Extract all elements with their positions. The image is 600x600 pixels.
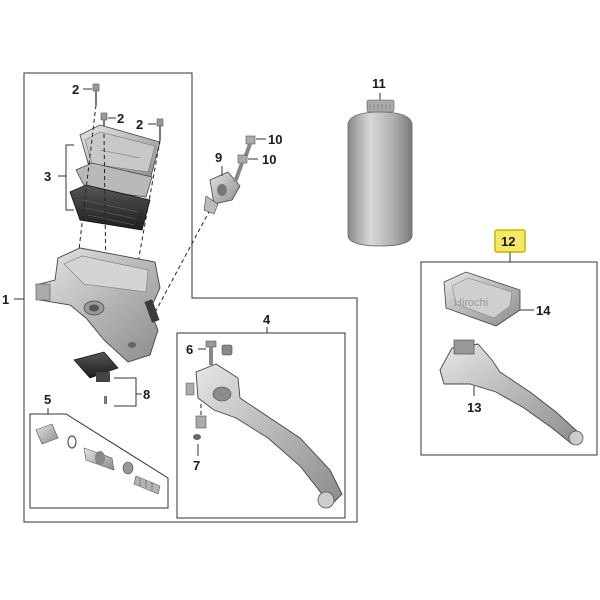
- clutch-switch-8: [73, 351, 119, 404]
- master-cylinder-body: [35, 247, 161, 363]
- callout-10-a: 10: [268, 132, 282, 147]
- callout-2-b: 2: [117, 111, 124, 126]
- brake-fluid-bottle: [347, 99, 413, 247]
- callout-10-b: 10: [262, 152, 276, 167]
- assembly-frame-4: [176, 332, 346, 519]
- callout-3: 3: [44, 169, 51, 184]
- callout-2-c: 2: [136, 117, 143, 132]
- diaphragm-seal: [69, 184, 151, 231]
- callout-1: 1: [2, 292, 9, 307]
- assembly-frame-1: [23, 72, 358, 523]
- piston-kit-frame: [29, 413, 169, 509]
- screw-2-a: [92, 83, 100, 105]
- reservoir-cover-14: Hirochi: [443, 271, 521, 327]
- callout-6: 6: [186, 342, 193, 357]
- lever-pin-6: [205, 340, 217, 365]
- piston-kit-parts: [35, 423, 161, 495]
- callout-12: 12: [501, 234, 515, 249]
- callout-14: 14: [536, 303, 551, 318]
- clamp-bolt-10-b: [233, 154, 248, 183]
- callout-2-a: 2: [72, 82, 79, 97]
- callout-5: 5: [44, 392, 51, 407]
- callout-13: 13: [467, 400, 481, 415]
- lever-nut-7: [193, 415, 207, 440]
- handlebar-clamp: [203, 171, 241, 215]
- callout-9: 9: [215, 150, 222, 165]
- assembly-frame-12: [420, 261, 598, 456]
- clutch-lever: [185, 363, 343, 509]
- callout-8: 8: [143, 387, 150, 402]
- svg-text:Hirochi: Hirochi: [454, 297, 488, 309]
- callout-7: 7: [193, 458, 200, 473]
- lever-13: [439, 339, 584, 446]
- callout-4: 4: [263, 312, 271, 327]
- bushing: [221, 344, 233, 356]
- callout-11: 11: [372, 76, 386, 91]
- screw-2-c: [156, 118, 164, 140]
